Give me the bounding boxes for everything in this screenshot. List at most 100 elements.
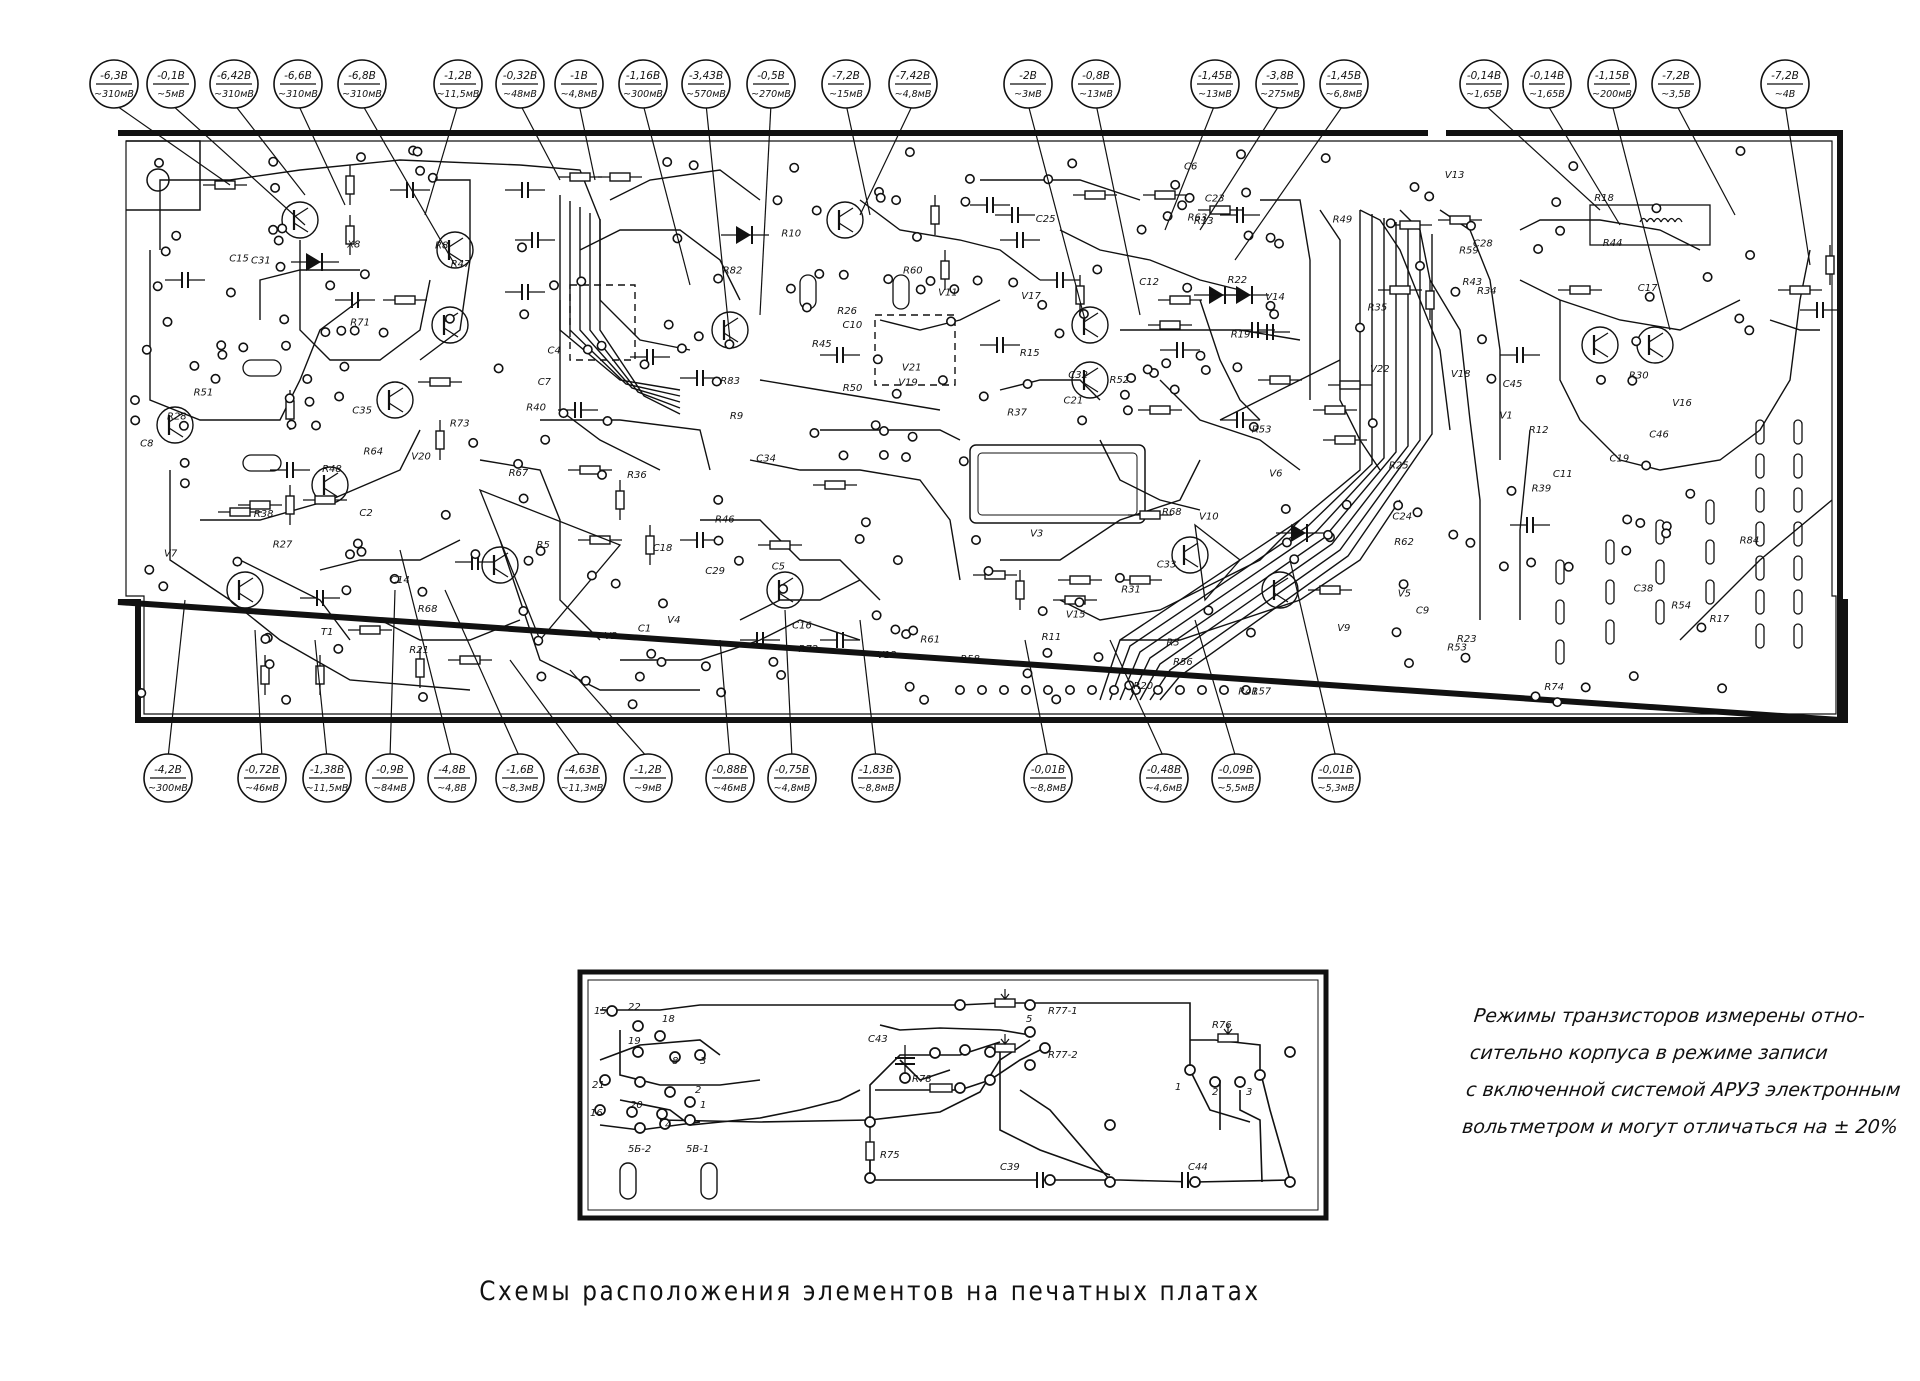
leader-line <box>845 103 871 216</box>
sub-pad <box>1104 1119 1116 1131</box>
sub-slot <box>700 1162 718 1200</box>
solder-pad <box>1265 300 1276 311</box>
solder-pad <box>900 452 911 463</box>
component-ref-label: R8 <box>435 241 448 252</box>
solder-pad <box>320 327 331 338</box>
solder-pad <box>339 361 350 372</box>
sub-pad <box>632 1020 644 1032</box>
sub-pad <box>632 1046 644 1058</box>
sub-pad <box>1044 1174 1056 1186</box>
callout-dc-value: -6,6В <box>284 70 312 82</box>
voltage-callout: -4,2В~300мВ <box>143 599 193 803</box>
leader-line <box>719 639 731 759</box>
transistor <box>1636 326 1674 364</box>
solder-pad <box>1641 460 1652 471</box>
resistor <box>448 655 492 665</box>
solder-pad <box>580 675 591 686</box>
trace <box>1319 209 1381 471</box>
solder-pad <box>1477 334 1488 345</box>
voltage-callout: -0,14В~1,65В <box>1522 59 1621 226</box>
solder-pad <box>359 269 370 280</box>
sub-traces <box>599 1002 1291 1183</box>
trace <box>820 429 961 441</box>
sub-board-inner-edge <box>587 979 1319 1211</box>
component-ref-label: V4 <box>667 615 680 626</box>
sub-pads <box>594 999 1296 1188</box>
sub-pad <box>1284 1046 1296 1058</box>
leader-line <box>1675 103 1736 216</box>
solder-pad <box>1051 694 1062 705</box>
solder-pad <box>1119 389 1130 400</box>
solder-pad <box>1037 606 1048 617</box>
solder-pad <box>891 388 902 399</box>
callout-dc-value: -0,09В <box>1219 764 1253 776</box>
solder-pad <box>1466 220 1477 231</box>
vent-slot <box>1755 623 1765 649</box>
solder-pad <box>713 494 724 505</box>
sub-board-outline <box>577 969 1329 1221</box>
solder-pad <box>639 359 650 370</box>
leader-line <box>759 103 772 316</box>
solder-pad <box>1404 658 1415 669</box>
solder-pad <box>1161 358 1172 369</box>
measurement-note: Режимы транзисторов измерены отно- сител… <box>1460 998 1916 1146</box>
resistor <box>1328 380 1372 390</box>
component-ref-label: C21 <box>1064 395 1084 406</box>
component-ref-label: C5 <box>772 562 785 573</box>
solder-pad <box>904 681 915 692</box>
component-ref-label: X8 <box>346 239 360 250</box>
callout-ac-value: ~300мВ <box>148 783 188 794</box>
diode <box>1221 286 1269 304</box>
vent-slot <box>1793 521 1803 547</box>
trace <box>559 195 681 391</box>
trace <box>149 250 361 421</box>
solder-pad <box>776 669 787 680</box>
solder-pad <box>838 269 849 280</box>
slot <box>242 359 282 377</box>
callout-dc-value: -1,38В <box>310 764 344 776</box>
solder-pad <box>1696 622 1707 633</box>
sub-pad-number: 1 <box>700 1100 706 1111</box>
solder-pad <box>1248 421 1259 432</box>
callout-dc-value: -0,32В <box>503 70 537 82</box>
solder-pad <box>596 340 607 351</box>
solder-pad <box>273 235 284 246</box>
note-line: Режимы транзисторов измерены отно- <box>1472 1005 1867 1027</box>
solder-pad <box>1142 364 1153 375</box>
callout-dc-value: -3,43В <box>689 70 723 82</box>
component-ref-label: R22 <box>1228 275 1248 286</box>
resistor <box>303 495 347 505</box>
vent-slot <box>1605 579 1615 605</box>
trace <box>1159 234 1433 701</box>
slot <box>892 274 910 310</box>
board-window <box>969 444 1146 524</box>
callout-dc-value: -1,45В <box>1327 70 1361 82</box>
resistor <box>758 540 802 550</box>
component-ref-label: R54 <box>1671 600 1691 611</box>
callout-dc-value: -0,88В <box>713 764 747 776</box>
trace <box>1149 230 1421 701</box>
callout-ac-value: ~13мВ <box>1198 89 1232 100</box>
sub-pad <box>864 1172 876 1184</box>
solder-pad <box>1136 224 1147 235</box>
callout-ac-value: ~84мВ <box>373 783 407 794</box>
solder-pad <box>158 581 169 592</box>
callout-ac-value: ~1,65В <box>1529 89 1565 100</box>
solder-pad <box>872 354 883 365</box>
component-ref-label: R38 <box>254 509 274 520</box>
resistor <box>238 500 282 510</box>
vent-slot <box>1755 555 1765 581</box>
trace <box>1260 199 1311 400</box>
leader-line <box>254 629 263 759</box>
connector-pad <box>1175 684 1186 695</box>
solder-pad <box>1203 605 1214 616</box>
callout-dc-value: -3,8В <box>1266 70 1294 82</box>
solder-pad <box>154 157 165 168</box>
component-ref-label: R43 <box>1463 277 1483 288</box>
vent-slot <box>1793 487 1803 513</box>
callout-dc-value: -1,83В <box>859 764 893 776</box>
component-ref-label: R53 <box>1252 425 1272 436</box>
solder-pad <box>1551 197 1562 208</box>
connector-pad <box>1197 684 1208 695</box>
leader-line <box>297 103 346 206</box>
